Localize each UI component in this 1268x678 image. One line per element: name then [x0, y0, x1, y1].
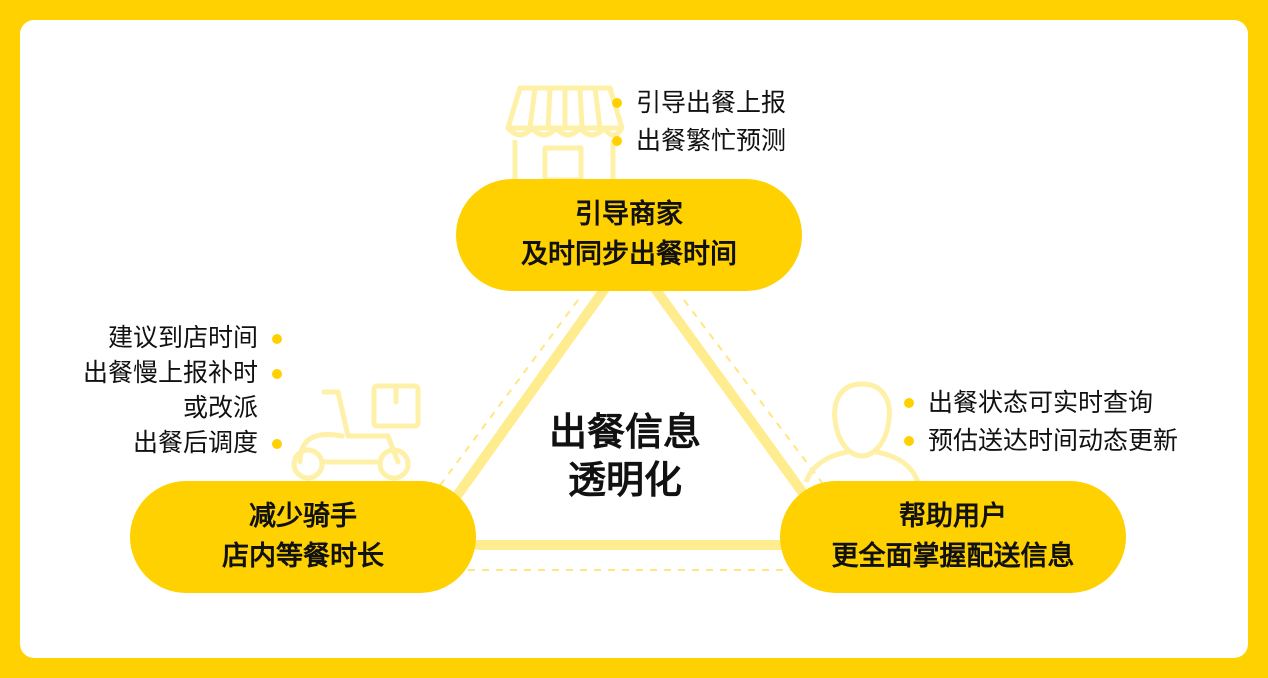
bullets-top: 引导出餐上报 出餐繁忙预测 — [608, 84, 786, 160]
bullet-item: 引导出餐上报 — [608, 84, 786, 122]
node-left: 减少骑手 店内等餐时长 — [130, 481, 476, 593]
dashed-triangle — [437, 299, 827, 571]
bullet-item: 出餐繁忙预测 — [608, 122, 786, 160]
node-top: 引导商家 及时同步出餐时间 — [456, 179, 802, 291]
node-top-line2: 及时同步出餐时间 — [521, 239, 737, 270]
bullet-item: 出餐后调度 — [83, 425, 286, 460]
node-top-line1: 引导商家 — [575, 199, 683, 230]
node-left-line2: 店内等餐时长 — [222, 541, 384, 572]
person-icon — [803, 381, 921, 484]
bullet-item: 出餐慢上报补时 — [83, 355, 286, 390]
node-left-line1: 减少骑手 — [249, 501, 357, 532]
bullets-left: 建议到店时间 出餐慢上报补时 或改派 出餐后调度 — [83, 320, 286, 460]
center-line2: 透明化 — [567, 458, 682, 502]
bullet-item: 出餐状态可实时查询 — [900, 384, 1178, 422]
node-right: 帮助用户 更全面掌握配送信息 — [780, 481, 1126, 593]
bullet-item-continuation: 或改派 — [182, 393, 258, 422]
bullet-item: 建议到店时间 — [83, 320, 286, 355]
scooter-icon — [291, 383, 421, 481]
solid-triangle — [449, 285, 813, 550]
store-icon — [505, 85, 625, 183]
bullets-right: 出餐状态可实时查询 预估送达时间动态更新 — [900, 384, 1178, 460]
node-right-line1: 帮助用户 — [899, 501, 1007, 532]
center-line1: 出餐信息 — [548, 410, 701, 454]
center-label: 出餐信息 透明化 — [520, 408, 730, 504]
bullet-item: 预估送达时间动态更新 — [900, 422, 1178, 460]
node-right-line2: 更全面掌握配送信息 — [831, 541, 1075, 572]
